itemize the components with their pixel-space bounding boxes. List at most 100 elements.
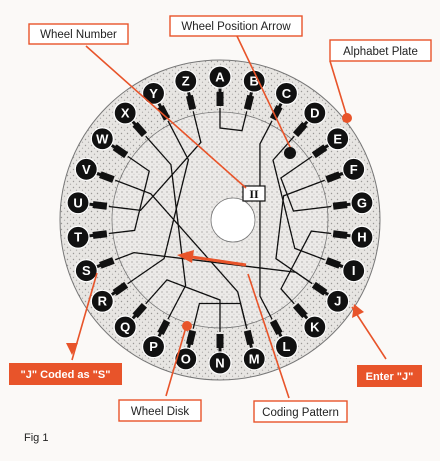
letter-circle — [242, 69, 266, 93]
letter-a: A — [208, 65, 232, 89]
letter-circle — [174, 69, 198, 93]
letter-circle — [342, 259, 366, 283]
letter-circle — [74, 157, 98, 181]
pin-z — [185, 94, 197, 111]
letter-text: E — [333, 131, 342, 146]
wheel-number-box — [242, 185, 266, 202]
letter-circle — [350, 191, 374, 215]
letter-circle — [303, 315, 327, 339]
letter-circle — [141, 81, 166, 105]
letter-text: W — [96, 131, 109, 146]
letter-circle — [208, 65, 232, 89]
letter-circle — [274, 81, 299, 105]
letter-text: N — [215, 356, 224, 371]
label-coding-pattern: Coding Pattern — [262, 407, 339, 419]
letter-h: H — [350, 225, 374, 249]
letter-circle — [326, 289, 350, 313]
letter-text: H — [357, 230, 366, 245]
letter-circle — [74, 259, 98, 283]
pin-s — [99, 257, 115, 269]
pin-contacts — [87, 87, 353, 353]
letter-j: J — [326, 289, 350, 313]
pin-p — [157, 319, 171, 335]
letter-circle — [274, 335, 299, 359]
letter-circle — [350, 225, 374, 249]
label-enter-j: Enter "J" — [366, 371, 414, 383]
letter-circle — [141, 335, 166, 359]
label-wheel-position-arrow: Wheel Position Arrow — [181, 21, 291, 33]
letter-e: E — [326, 127, 350, 151]
letter-d: D — [303, 101, 327, 125]
letter-circle — [303, 101, 327, 125]
letter-text: M — [249, 351, 260, 366]
arrow-enter-j — [352, 304, 364, 318]
callout-wheel-disk: Wheel Disk — [118, 399, 202, 422]
letter-text: T — [74, 230, 82, 245]
letter-i: I — [342, 259, 366, 283]
letter-x: X — [113, 101, 137, 125]
letter-circle — [113, 101, 137, 125]
letter-circle — [208, 351, 232, 375]
pin-l — [269, 319, 283, 335]
letter-circle — [242, 347, 266, 371]
arrow-j-coded — [66, 343, 78, 355]
pin-v — [99, 171, 115, 183]
pin-h — [332, 230, 348, 239]
alphabet-plate — [59, 59, 381, 381]
letter-text: L — [282, 339, 290, 354]
wire — [115, 179, 248, 329]
letter-p: P — [141, 335, 166, 359]
pin-a — [216, 92, 224, 106]
letter-circle — [174, 347, 198, 371]
letter-k: K — [303, 315, 327, 339]
letter-text: P — [149, 339, 158, 354]
wire — [127, 120, 190, 285]
letter-circle — [326, 127, 350, 151]
letter-w: W — [90, 127, 114, 151]
pin-b — [243, 94, 255, 111]
letter-text: R — [98, 294, 108, 309]
label-alphabet-plate: Alphabet Plate — [343, 46, 418, 58]
label-wheel-disk: Wheel Disk — [131, 406, 189, 418]
letter-text: J — [334, 294, 341, 309]
wire — [259, 120, 273, 320]
letter-text: U — [73, 195, 82, 210]
letter-text: O — [181, 351, 191, 366]
letter-text: B — [250, 74, 259, 89]
coding-pattern-wires — [108, 108, 332, 332]
letter-text: V — [82, 162, 91, 177]
letter-z: Z — [174, 69, 198, 93]
letter-s: S — [74, 259, 98, 283]
pin-n — [216, 334, 224, 348]
label-wheel-number: Wheel Number — [40, 29, 117, 41]
letter-y: Y — [141, 81, 166, 105]
letter-text: A — [215, 70, 225, 85]
letter-n: N — [208, 351, 232, 375]
letter-b: B — [242, 69, 266, 93]
label-j-coded-as-s: "J" Coded as "S" — [21, 369, 111, 381]
letter-c: C — [274, 81, 299, 105]
letter-circle — [66, 191, 90, 215]
letter-text: I — [352, 263, 356, 278]
letter-v: V — [74, 157, 98, 181]
wire — [275, 179, 325, 285]
pin-g — [332, 201, 348, 210]
wire — [145, 279, 221, 332]
pin-i — [325, 257, 341, 269]
letter-o: O — [174, 347, 198, 371]
figure-label: Fig 1 — [24, 432, 48, 444]
pin-c — [269, 105, 283, 121]
wire — [219, 108, 248, 132]
callout-lines — [71, 33, 387, 399]
wheel-number-text: II — [249, 187, 259, 201]
letter-text: K — [310, 320, 320, 335]
letter-text: D — [310, 105, 319, 120]
letter-circle — [66, 225, 90, 249]
wire — [108, 111, 202, 212]
callout-alphabet-plate: Alphabet Plate — [329, 39, 432, 62]
letter-circle — [90, 127, 114, 151]
wire — [115, 251, 313, 285]
callout-wheel-number: Wheel Number — [28, 23, 129, 45]
callout-j-coded-as-s: "J" Coded as "S" — [9, 363, 122, 385]
